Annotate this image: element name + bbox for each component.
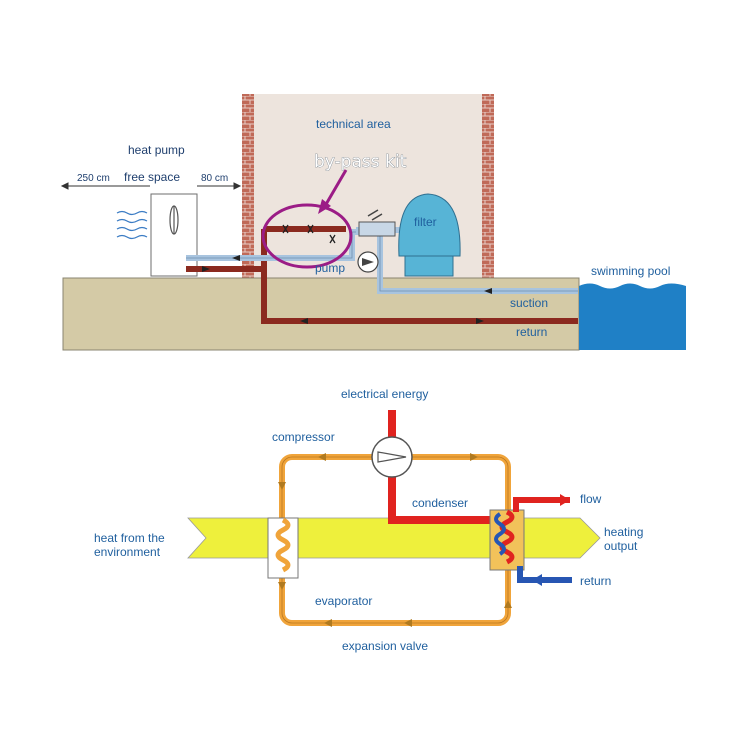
right-brick-wall: [482, 94, 494, 280]
flow-arrows: [202, 255, 492, 324]
heating-output-label-1: heating: [604, 525, 643, 539]
filter-valve: [358, 221, 396, 237]
compressor-icon: [371, 436, 413, 478]
filter-base: [404, 255, 454, 277]
heat-from-label-1: heat from the: [94, 531, 165, 545]
bypass-kit-highlight: [261, 203, 353, 269]
return-label: return: [516, 325, 547, 339]
suction-label: suction: [510, 296, 548, 310]
pump-direction-icon: [362, 258, 374, 266]
electrical-energy-label: electrical energy: [341, 387, 428, 401]
evaporator-coil-icon: [275, 517, 291, 573]
installation-diagram: technical area by-pass kit heat pump 250…: [60, 94, 686, 351]
technical-area-label: technical area: [316, 117, 391, 131]
flow-label: flow: [580, 492, 602, 506]
filter-handle-icon: [367, 209, 383, 221]
heat-pump-label: heat pump: [128, 143, 185, 157]
return-line: [517, 566, 572, 583]
compressor-label: compressor: [272, 430, 335, 444]
valve-icons: [282, 224, 336, 244]
return-arrow-icon: [532, 574, 542, 586]
bypass-kit-arrowhead: [318, 199, 331, 214]
condenser-label: condenser: [412, 496, 468, 510]
bypass-kit-pointer: [323, 169, 348, 207]
evaporator-label: evaporator: [315, 594, 372, 608]
compressor-symbol-icon: [377, 451, 407, 463]
pump-label: pump: [315, 261, 345, 275]
dim-right-label: 80 cm: [201, 173, 228, 184]
fan-icon: [169, 205, 179, 235]
heating-output-label-2: output: [604, 539, 638, 553]
dim-left-label: 250 cm: [77, 173, 110, 184]
swimming-pool-label: swimming pool: [591, 264, 670, 278]
dimension-lines: [60, 182, 242, 190]
bypass-kit-label: by-pass kit: [314, 152, 407, 172]
condenser-coil-icon: [499, 509, 515, 565]
left-brick-wall: [242, 94, 254, 280]
expansion-valve-label: expansion valve: [342, 639, 428, 653]
air-flow-icon: [116, 210, 148, 240]
heat-from-label-2: environment: [94, 545, 161, 559]
cycle-return-label: return: [580, 574, 611, 588]
flow-arrow-icon: [560, 494, 570, 506]
filter-tank: [398, 193, 461, 257]
return-coil-icon: [494, 512, 506, 556]
flow-line: [513, 497, 570, 512]
loop-arrows: [278, 453, 512, 627]
filter-label: filter: [414, 215, 437, 229]
swimming-pool-water: [579, 283, 686, 350]
cycle-diagram: electrical energy compressor condenser f…: [94, 387, 643, 653]
free-space-label: free space: [124, 170, 180, 184]
